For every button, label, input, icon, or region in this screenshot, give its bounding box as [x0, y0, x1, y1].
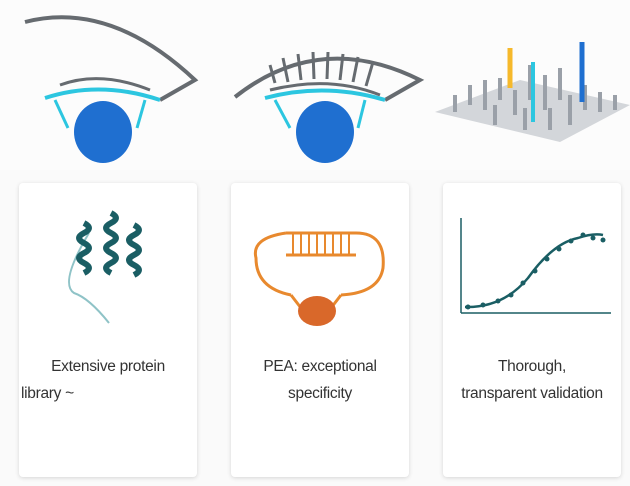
- protein-helix-icon: [68, 210, 142, 324]
- hero-illustrations: [0, 0, 630, 170]
- card-title-line2: library ~: [21, 385, 74, 402]
- feature-card-validation[interactable]: Thorough, transparent validation: [443, 183, 621, 477]
- eye-open-dna-illustration: [24, 15, 199, 163]
- eye-bound-dna-illustration: [233, 51, 425, 163]
- card-title-line1: Extensive protein: [51, 358, 165, 375]
- card-title-line1: PEA: exceptional: [263, 358, 377, 375]
- sigmoid-curve-icon: [460, 218, 611, 314]
- protein-array-illustration: [435, 42, 630, 142]
- feature-card-protein-library[interactable]: Extensive protein library ~: [19, 183, 197, 477]
- card-title-line2: transparent validation: [461, 385, 603, 402]
- card-title-line1: Thorough,: [498, 358, 566, 375]
- feature-card-pea-specificity[interactable]: PEA: exceptional specificity: [231, 183, 409, 477]
- card-title-line2: specificity: [288, 385, 352, 402]
- pea-probe-icon: [253, 231, 385, 326]
